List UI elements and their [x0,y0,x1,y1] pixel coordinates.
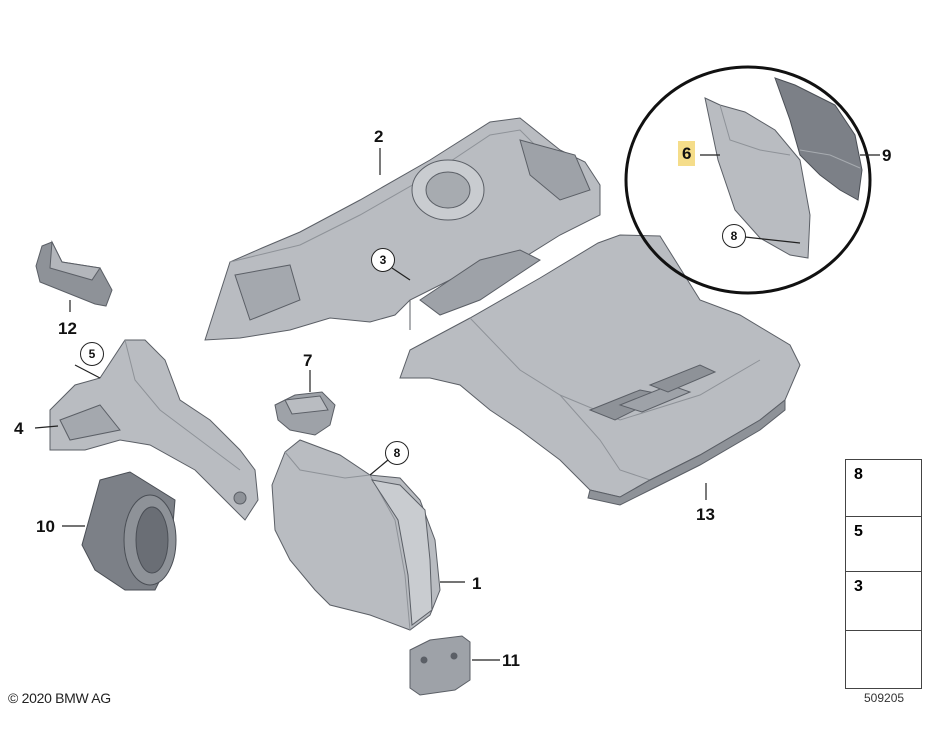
part-7-cover [274,391,336,436]
circled-callout-8: 8 [385,441,409,465]
callout-13: 13 [696,505,715,524]
callout-2: 2 [374,127,384,146]
part-6-bracket [704,97,811,259]
callout-10: 10 [36,517,55,536]
callout-12: 12 [58,319,77,338]
part-11-plate [409,635,471,696]
callout-6: 6 [678,141,696,166]
detail-circle [624,65,872,295]
callout-9: 9 [882,146,892,165]
part-13-trunk-floor [399,234,801,506]
part-4-side-trim [49,339,259,521]
part-12-bracket [35,240,113,307]
legend-number-8: 8 [854,466,863,483]
legend-row-3: 3 [846,572,921,631]
legend-number-5: 5 [854,523,863,540]
callout-1: 1 [472,574,482,593]
legend-number-3: 3 [854,578,863,595]
callout-4: 4 [14,419,24,438]
legend-row-8: 8 [846,460,921,517]
part-10-foam-cylinder [81,471,177,591]
circled-callout-5: 5 [80,342,104,366]
circled-callout-3: 3 [371,248,395,272]
part-2-rear-trim-panel [204,117,601,341]
callout-7: 7 [303,351,313,370]
fastener-legend: 8 5 3 [845,459,922,689]
leader-lines [34,148,880,661]
circled-callout-8-detail: 8 [722,224,746,248]
legend-row-5: 5 [846,517,921,572]
copyright-text: © 2020 BMW AG [8,690,111,706]
part-1-side-box-trim [271,439,441,631]
callout-11: 11 [502,651,520,670]
diagram-id: 509205 [864,691,905,705]
part-9-panel [774,77,863,201]
